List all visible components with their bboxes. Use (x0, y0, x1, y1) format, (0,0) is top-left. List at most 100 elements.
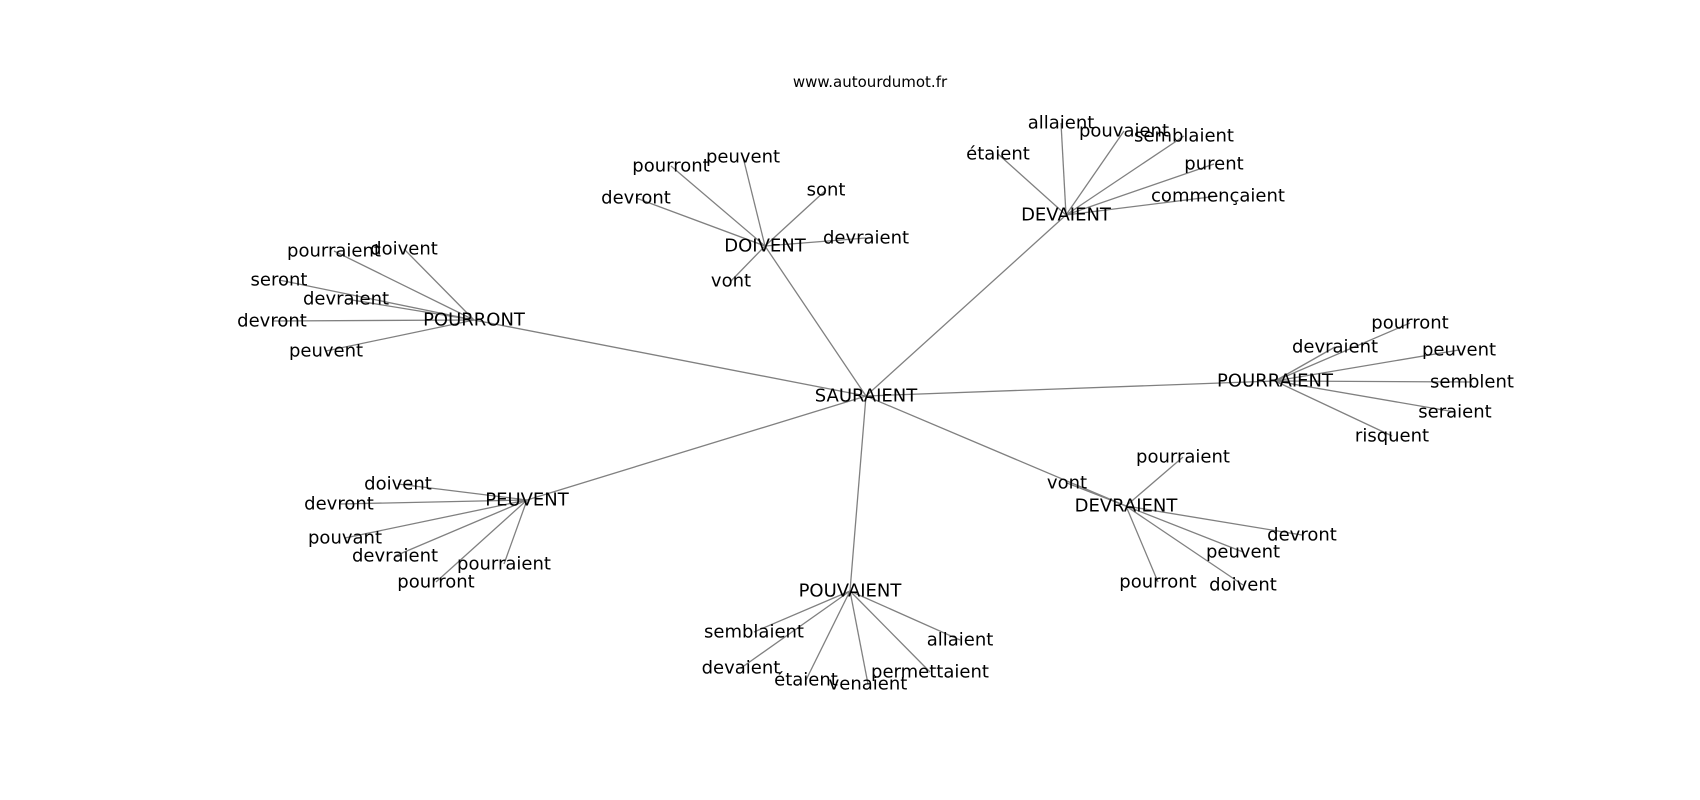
edge-doivent-pourront (670, 165, 766, 247)
node-leaf-devraient-devront[interactable]: devront (1267, 525, 1337, 546)
node-leaf-devaient-etaient[interactable]: étaient (966, 144, 1030, 165)
edge-devaient-allaient (1060, 122, 1067, 216)
edge-doivent-peuvent (742, 156, 766, 247)
labels-layer: SAURAIENTPOURRONTpourraientdoiventseront… (237, 113, 1514, 695)
edge-root-pourront (473, 319, 867, 397)
node-leaf-devraient-pourront[interactable]: pourront (1119, 572, 1196, 593)
edge-pouvaient-etaient (805, 590, 851, 681)
edge-pourront-devraient (345, 298, 475, 321)
site-watermark: www.autourdumot.fr (792, 73, 948, 91)
node-leaf-devaient-allaient[interactable]: allaient (1028, 113, 1095, 134)
node-leaf-pourront-devront[interactable]: devront (237, 311, 307, 332)
edge-pouvaient-venaient (849, 590, 869, 685)
edge-doivent-sont (764, 189, 827, 247)
node-leaf-peuvent-doivent[interactable]: doivent (364, 474, 432, 495)
edge-devaient-etaient (997, 153, 1067, 216)
edge-pourraient-risquent (1274, 380, 1393, 437)
node-leaf-peuvent-devront[interactable]: devront (304, 494, 374, 515)
node-leaf-pouvaient-etaient[interactable]: étaient (774, 670, 838, 691)
node-leaf-pouvaient-venaient[interactable]: venaient (829, 674, 908, 695)
node-leaf-peuvent-pouvant[interactable]: pouvant (308, 528, 382, 549)
edge-pourraient-seraient (1274, 380, 1456, 413)
node-hub-pourraient[interactable]: POURRAIENT (1217, 371, 1334, 392)
node-root-sauraient[interactable]: SAURAIENT (815, 386, 918, 407)
node-leaf-devraient-doivent[interactable]: doivent (1209, 575, 1277, 596)
node-leaf-devraient-vont[interactable]: vont (1047, 473, 1087, 494)
node-leaf-pourraient-pourront[interactable]: pourront (1371, 313, 1448, 334)
node-leaf-pourraient-peuvent[interactable]: peuvent (1422, 340, 1496, 361)
node-hub-devaient[interactable]: DEVAIENT (1021, 205, 1112, 226)
edge-devraient-pourraient (1125, 456, 1184, 507)
node-leaf-doivent-devront[interactable]: devront (601, 188, 671, 209)
edge-pourraient-devraient (1274, 346, 1336, 382)
node-hub-pourront[interactable]: POURRONT (423, 310, 526, 331)
node-leaf-devraient-pourraient[interactable]: pourraient (1136, 447, 1230, 468)
node-leaf-peuvent-pourront[interactable]: pourront (397, 572, 474, 593)
edge-pourront-devront (271, 319, 475, 322)
edge-root-peuvent (526, 395, 867, 501)
edge-peuvent-pourraient (503, 499, 528, 565)
node-leaf-pourront-devraient[interactable]: devraient (303, 289, 389, 310)
edge-pourraient-peuvent (1274, 349, 1460, 382)
edge-root-pouvaient (849, 395, 867, 592)
edge-pourront-doivent (403, 248, 475, 321)
edge-devraient-vont (1066, 482, 1127, 507)
edge-root-devaient (865, 214, 1067, 397)
node-leaf-pourront-seront[interactable]: seront (251, 270, 308, 291)
edge-root-doivent (764, 245, 867, 397)
edge-peuvent-pourront (435, 499, 528, 583)
edge-peuvent-devraient (394, 499, 528, 557)
edge-pourront-pourraient (333, 250, 475, 321)
edge-devaient-purent (1065, 163, 1215, 216)
edge-devraient-doivent (1125, 505, 1244, 586)
edge-pourraient-pourront (1274, 322, 1411, 382)
node-leaf-doivent-sont[interactable]: sont (807, 180, 846, 201)
edge-pourront-peuvent (325, 319, 475, 352)
edge-pouvaient-permettaient (849, 590, 931, 673)
edge-pouvaient-devaient (740, 590, 851, 669)
node-leaf-doivent-devraient[interactable]: devraient (823, 228, 909, 249)
node-leaf-devaient-commencaient[interactable]: commençaient (1151, 186, 1285, 207)
node-hub-pouvaient[interactable]: POUVAIENT (799, 581, 903, 602)
node-leaf-devaient-purent[interactable]: purent (1184, 154, 1243, 175)
edge-doivent-devraient (764, 237, 867, 247)
edge-devaient-commencaient (1065, 195, 1219, 216)
edge-pourraient-semblent (1274, 380, 1473, 383)
edge-root-devraient (865, 395, 1127, 507)
edge-doivent-devront (635, 197, 766, 247)
node-leaf-pourraient-semblent[interactable]: semblent (1430, 372, 1514, 393)
edges-layer (271, 122, 1473, 685)
edge-doivent-vont (730, 245, 766, 282)
node-leaf-pourront-pourraient[interactable]: pourraient (287, 241, 381, 262)
edge-pouvaient-semblaient (753, 590, 851, 633)
node-leaf-doivent-vont[interactable]: vont (711, 271, 751, 292)
edge-devraient-peuvent (1125, 505, 1244, 553)
edge-peuvent-doivent (397, 483, 528, 501)
node-leaf-pourront-doivent[interactable]: doivent (370, 239, 438, 260)
node-hub-devraient[interactable]: DEVRAIENT (1075, 496, 1179, 517)
edge-devaient-pouvaient (1065, 130, 1125, 216)
edge-peuvent-pouvant (344, 499, 528, 539)
node-leaf-peuvent-devraient[interactable]: devraient (352, 546, 438, 567)
edge-devraient-pourront (1125, 505, 1159, 583)
node-leaf-doivent-pourront[interactable]: pourront (632, 156, 709, 177)
node-leaf-devraient-peuvent[interactable]: peuvent (1206, 542, 1280, 563)
node-leaf-doivent-peuvent[interactable]: peuvent (706, 147, 780, 168)
node-leaf-pouvaient-permettaient[interactable]: permettaient (871, 662, 989, 683)
node-hub-doivent[interactable]: DOIVENT (724, 236, 806, 257)
edge-devraient-devront (1125, 505, 1303, 536)
node-leaf-devaient-semblaient[interactable]: semblaient (1134, 126, 1234, 147)
node-leaf-pourraient-risquent[interactable]: risquent (1355, 426, 1429, 447)
node-leaf-pourraient-seraient[interactable]: seraient (1418, 402, 1491, 423)
node-leaf-pouvaient-allaient[interactable]: allaient (927, 630, 994, 651)
edge-pouvaient-allaient (849, 590, 961, 641)
edge-root-pourraient (865, 380, 1276, 397)
node-leaf-peuvent-pourraient[interactable]: pourraient (457, 554, 551, 575)
node-hub-peuvent[interactable]: PEUVENT (485, 490, 570, 511)
node-leaf-pouvaient-semblaient[interactable]: semblaient (704, 622, 804, 643)
node-leaf-pourront-peuvent[interactable]: peuvent (289, 341, 363, 362)
node-leaf-pouvaient-devaient[interactable]: devaient (702, 658, 781, 679)
node-leaf-devaient-pouvaient[interactable]: pouvaient (1079, 121, 1169, 142)
node-leaf-pourraient-devraient[interactable]: devraient (1292, 337, 1378, 358)
